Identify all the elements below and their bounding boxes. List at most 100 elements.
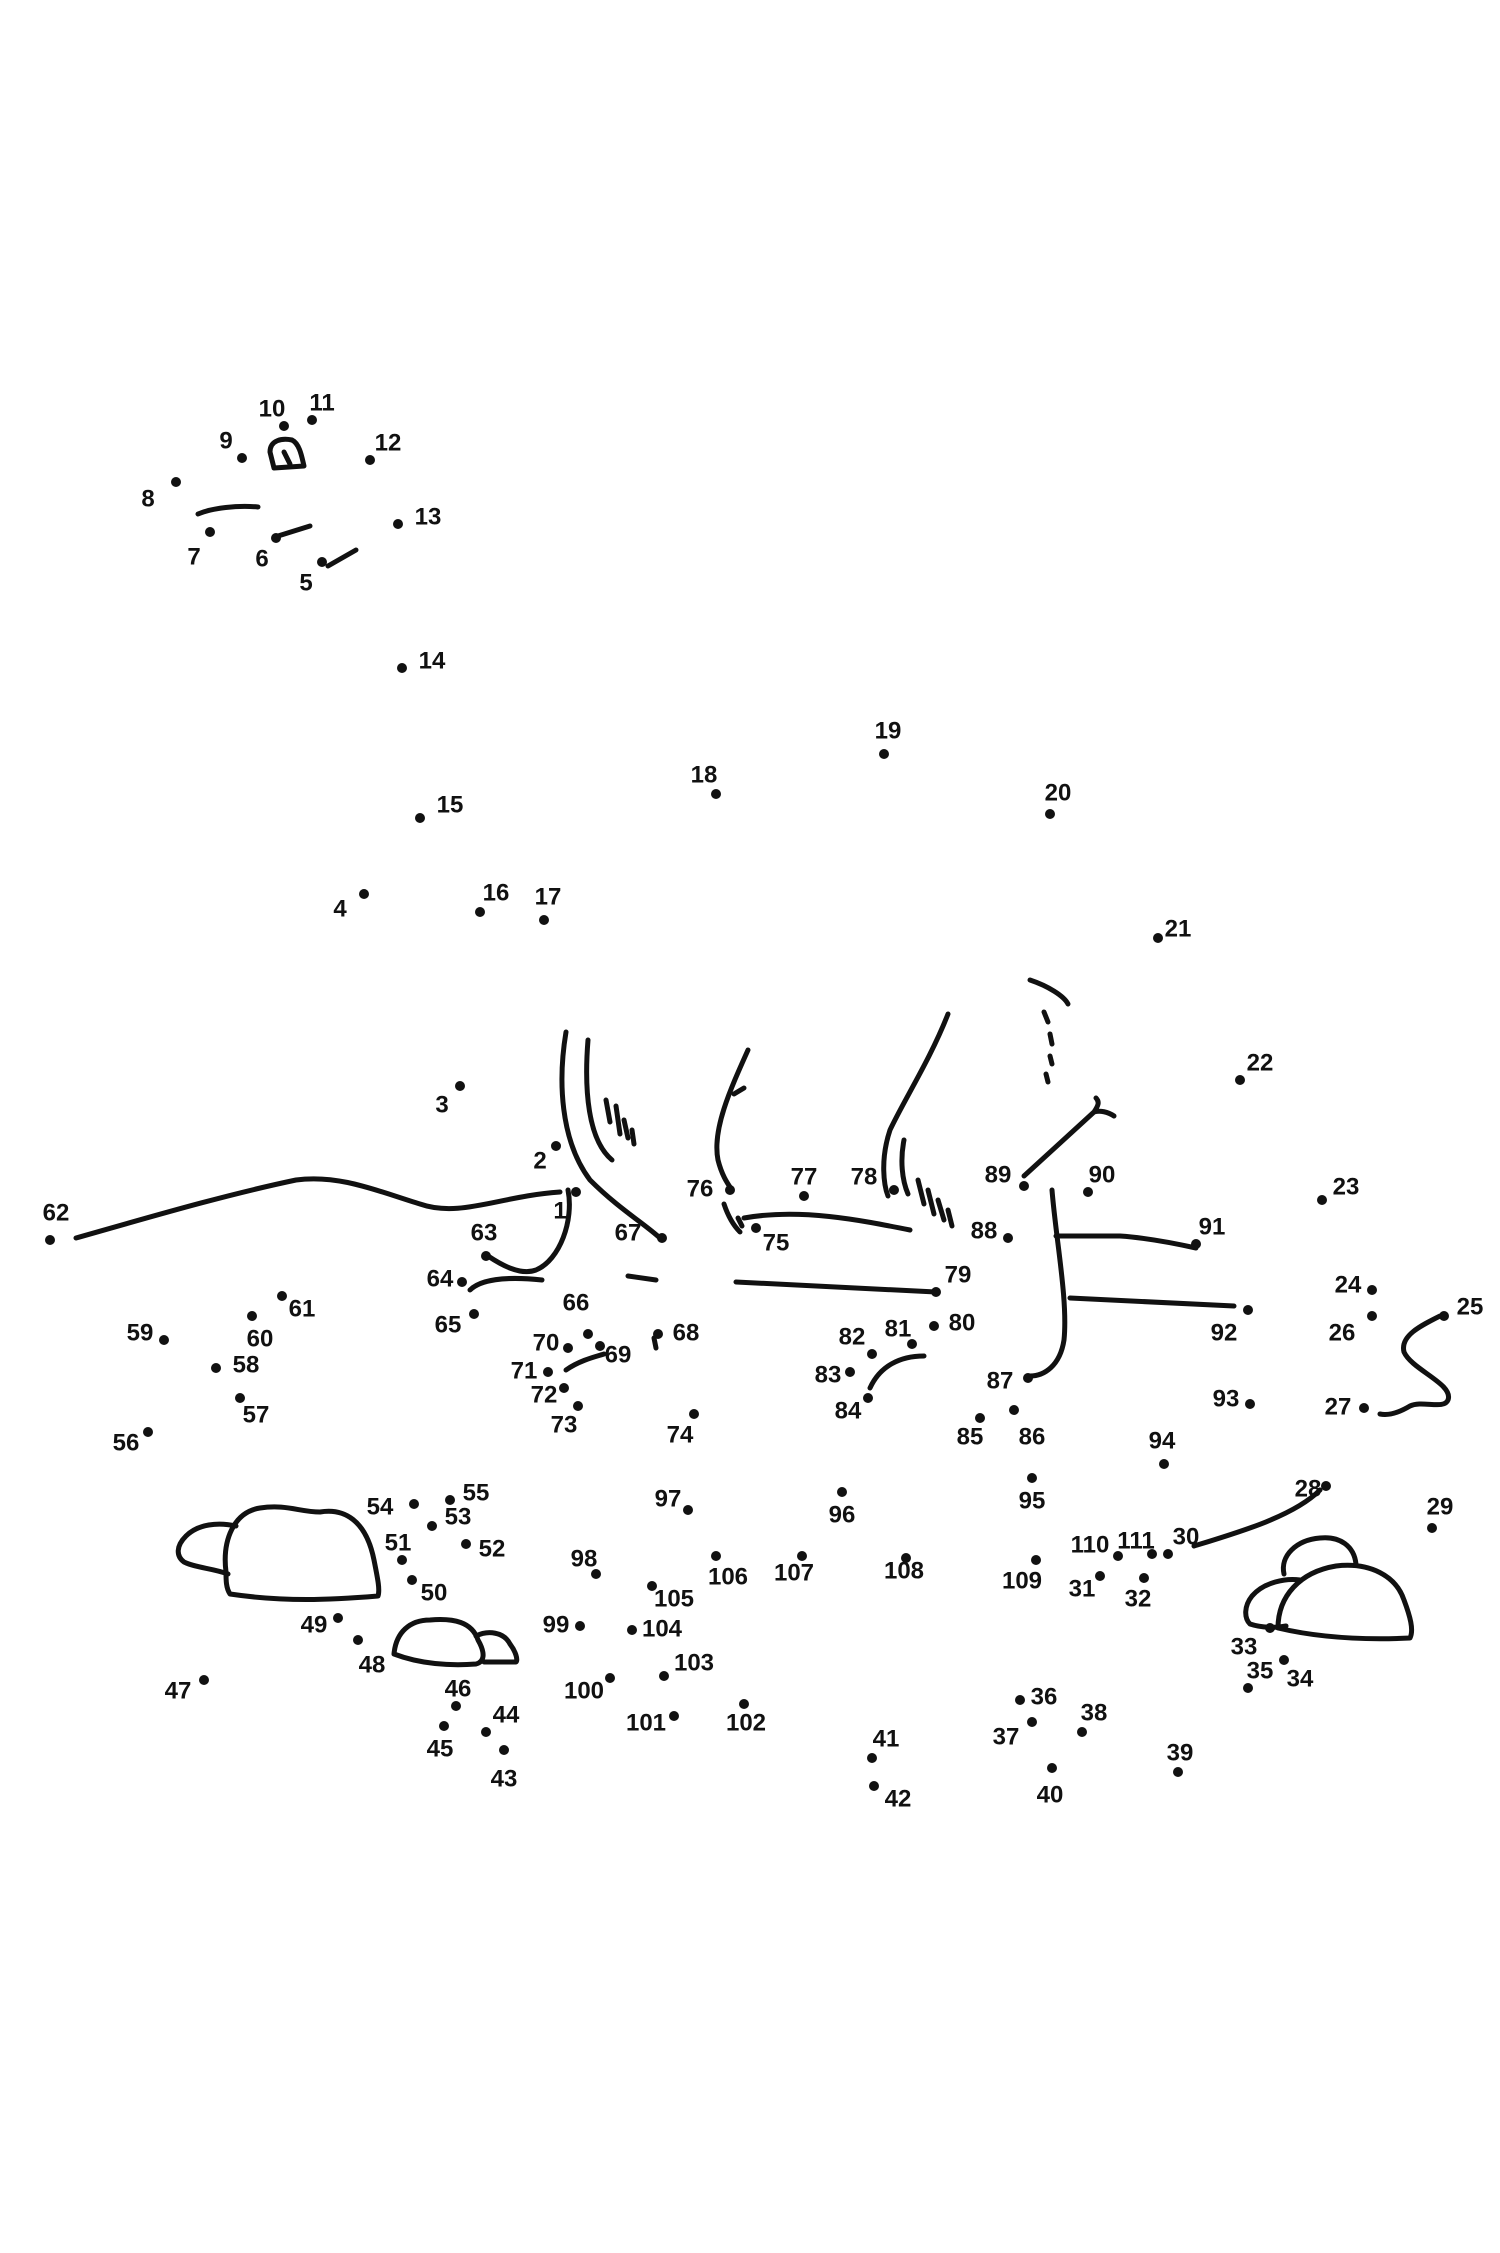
dot-label-3: 3	[435, 1091, 448, 1118]
dot-label-17: 17	[535, 883, 562, 910]
dot-label-104: 104	[642, 1615, 683, 1642]
dot-39	[1173, 1767, 1183, 1777]
dot-label-91: 91	[1199, 1213, 1226, 1240]
dot-51	[397, 1555, 407, 1565]
dot-label-42: 42	[885, 1785, 912, 1812]
dot-53	[427, 1521, 437, 1531]
dot-label-77: 77	[791, 1163, 818, 1190]
dot-label-54: 54	[367, 1493, 394, 1520]
dot-label-16: 16	[483, 879, 510, 906]
dot-31	[1095, 1571, 1105, 1581]
dot-label-51: 51	[385, 1529, 412, 1556]
dot-label-59: 59	[127, 1319, 154, 1346]
dot-label-96: 96	[829, 1501, 856, 1528]
outline-stroke	[1041, 1009, 1055, 1085]
dot-label-7: 7	[187, 543, 200, 570]
dot-77	[799, 1191, 809, 1201]
dot-21	[1153, 933, 1163, 943]
dot-9	[237, 453, 247, 463]
dot-label-62: 62	[43, 1199, 70, 1226]
dot-label-9: 9	[219, 427, 232, 454]
dot-label-102: 102	[726, 1709, 766, 1736]
outline-stroke	[391, 1617, 486, 1668]
outline-stroke	[473, 1630, 520, 1665]
dot-94	[1159, 1459, 1169, 1469]
dot-label-89: 89	[985, 1161, 1012, 1188]
dot-99	[575, 1621, 585, 1631]
dot-label-52: 52	[479, 1535, 506, 1562]
dot-8	[171, 477, 181, 487]
dot-label-27: 27	[1325, 1393, 1352, 1420]
dot-label-93: 93	[1213, 1385, 1240, 1412]
dot-label-48: 48	[359, 1651, 386, 1678]
dot-label-45: 45	[427, 1735, 454, 1762]
dot-label-44: 44	[493, 1701, 520, 1728]
outline-stroke	[651, 1335, 659, 1351]
dot-64	[457, 1277, 467, 1287]
dot-111	[1147, 1549, 1157, 1559]
dot-label-36: 36	[1031, 1683, 1058, 1710]
outline-stroke	[735, 1215, 745, 1229]
dot-label-88: 88	[971, 1217, 998, 1244]
dot-label-84: 84	[835, 1397, 862, 1424]
outline-stroke	[881, 1011, 951, 1199]
dot-12	[365, 455, 375, 465]
dot-89	[1019, 1181, 1029, 1191]
dot-5	[317, 557, 327, 567]
dot-label-105: 105	[654, 1585, 694, 1612]
dot-96	[837, 1487, 847, 1497]
dot-54	[409, 1499, 419, 1509]
dot-72	[559, 1383, 569, 1393]
dot-label-19: 19	[875, 717, 902, 744]
outline-stroke	[485, 1187, 572, 1274]
dot-102	[739, 1699, 749, 1709]
dot-85	[975, 1413, 985, 1423]
dot-17	[539, 915, 549, 925]
dot-84	[863, 1393, 873, 1403]
dot-16	[475, 907, 485, 917]
dot-label-101: 101	[626, 1709, 666, 1736]
dot-label-73: 73	[551, 1411, 578, 1438]
dot-86	[1009, 1405, 1019, 1415]
outline-stroke	[915, 1177, 955, 1229]
dot-label-111: 111	[1117, 1527, 1154, 1554]
dot-79	[931, 1287, 941, 1297]
dot-label-69: 69	[605, 1341, 632, 1368]
dot-93	[1245, 1399, 1255, 1409]
dot-104	[627, 1625, 637, 1635]
dot-label-82: 82	[839, 1323, 866, 1350]
dot-3	[455, 1081, 465, 1091]
dot-76	[725, 1185, 735, 1195]
outline-stroke	[625, 1273, 659, 1283]
dot-29	[1427, 1523, 1437, 1533]
dot-label-65: 65	[435, 1311, 462, 1338]
outline-stroke	[731, 1085, 747, 1097]
dot-4	[359, 889, 369, 899]
outline-stroke	[899, 1137, 911, 1197]
dot-label-18: 18	[691, 761, 718, 788]
dot-label-24: 24	[1335, 1271, 1362, 1298]
outline-stroke	[222, 1504, 382, 1602]
dot-56	[143, 1427, 153, 1437]
dot-25	[1367, 1311, 1377, 1321]
dot-label-81: 81	[885, 1315, 912, 1342]
dot-20	[1045, 809, 1055, 819]
outline-stroke	[175, 1521, 239, 1577]
outline-stroke	[603, 1097, 637, 1147]
outline-stroke	[73, 1176, 563, 1241]
dot-label-103: 103	[674, 1649, 714, 1676]
dot-label-49: 49	[301, 1611, 328, 1638]
dot-92	[1243, 1305, 1253, 1315]
dot-18	[711, 789, 721, 799]
dot-label-57: 57	[243, 1401, 270, 1428]
dot-97	[683, 1505, 693, 1515]
dot-label-79: 79	[945, 1261, 972, 1288]
dot-label-8: 8	[141, 485, 154, 512]
dot-label-32: 32	[1125, 1585, 1152, 1612]
dot-label-99: 99	[543, 1611, 570, 1638]
dot-label-61: 61	[289, 1295, 316, 1322]
dot-26	[1439, 1311, 1449, 1321]
dot-label-64: 64	[427, 1265, 454, 1292]
outline-stroke	[584, 1037, 615, 1163]
dot-label-71: 71	[511, 1357, 538, 1384]
